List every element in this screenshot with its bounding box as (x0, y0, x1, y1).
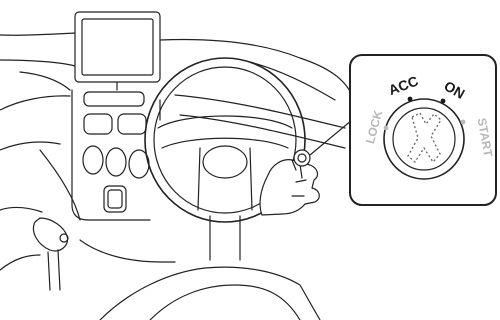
on-marker-dot (441, 99, 446, 104)
lower-console (100, 267, 320, 320)
hand-with-key (260, 150, 319, 215)
ignition-callout: LOCK ACC ON START (350, 55, 496, 205)
center-screen (75, 12, 160, 90)
callout-leader (310, 120, 352, 155)
start-marker-dot (461, 120, 466, 125)
dashboard-illustration (0, 12, 352, 320)
lock-marker-dot (384, 126, 389, 131)
gear-shifter (0, 218, 175, 290)
dashboard-left-panel (0, 96, 80, 220)
steering-wheel (145, 58, 305, 260)
acc-marker-dot (408, 97, 413, 102)
dashboard-top (0, 33, 352, 95)
